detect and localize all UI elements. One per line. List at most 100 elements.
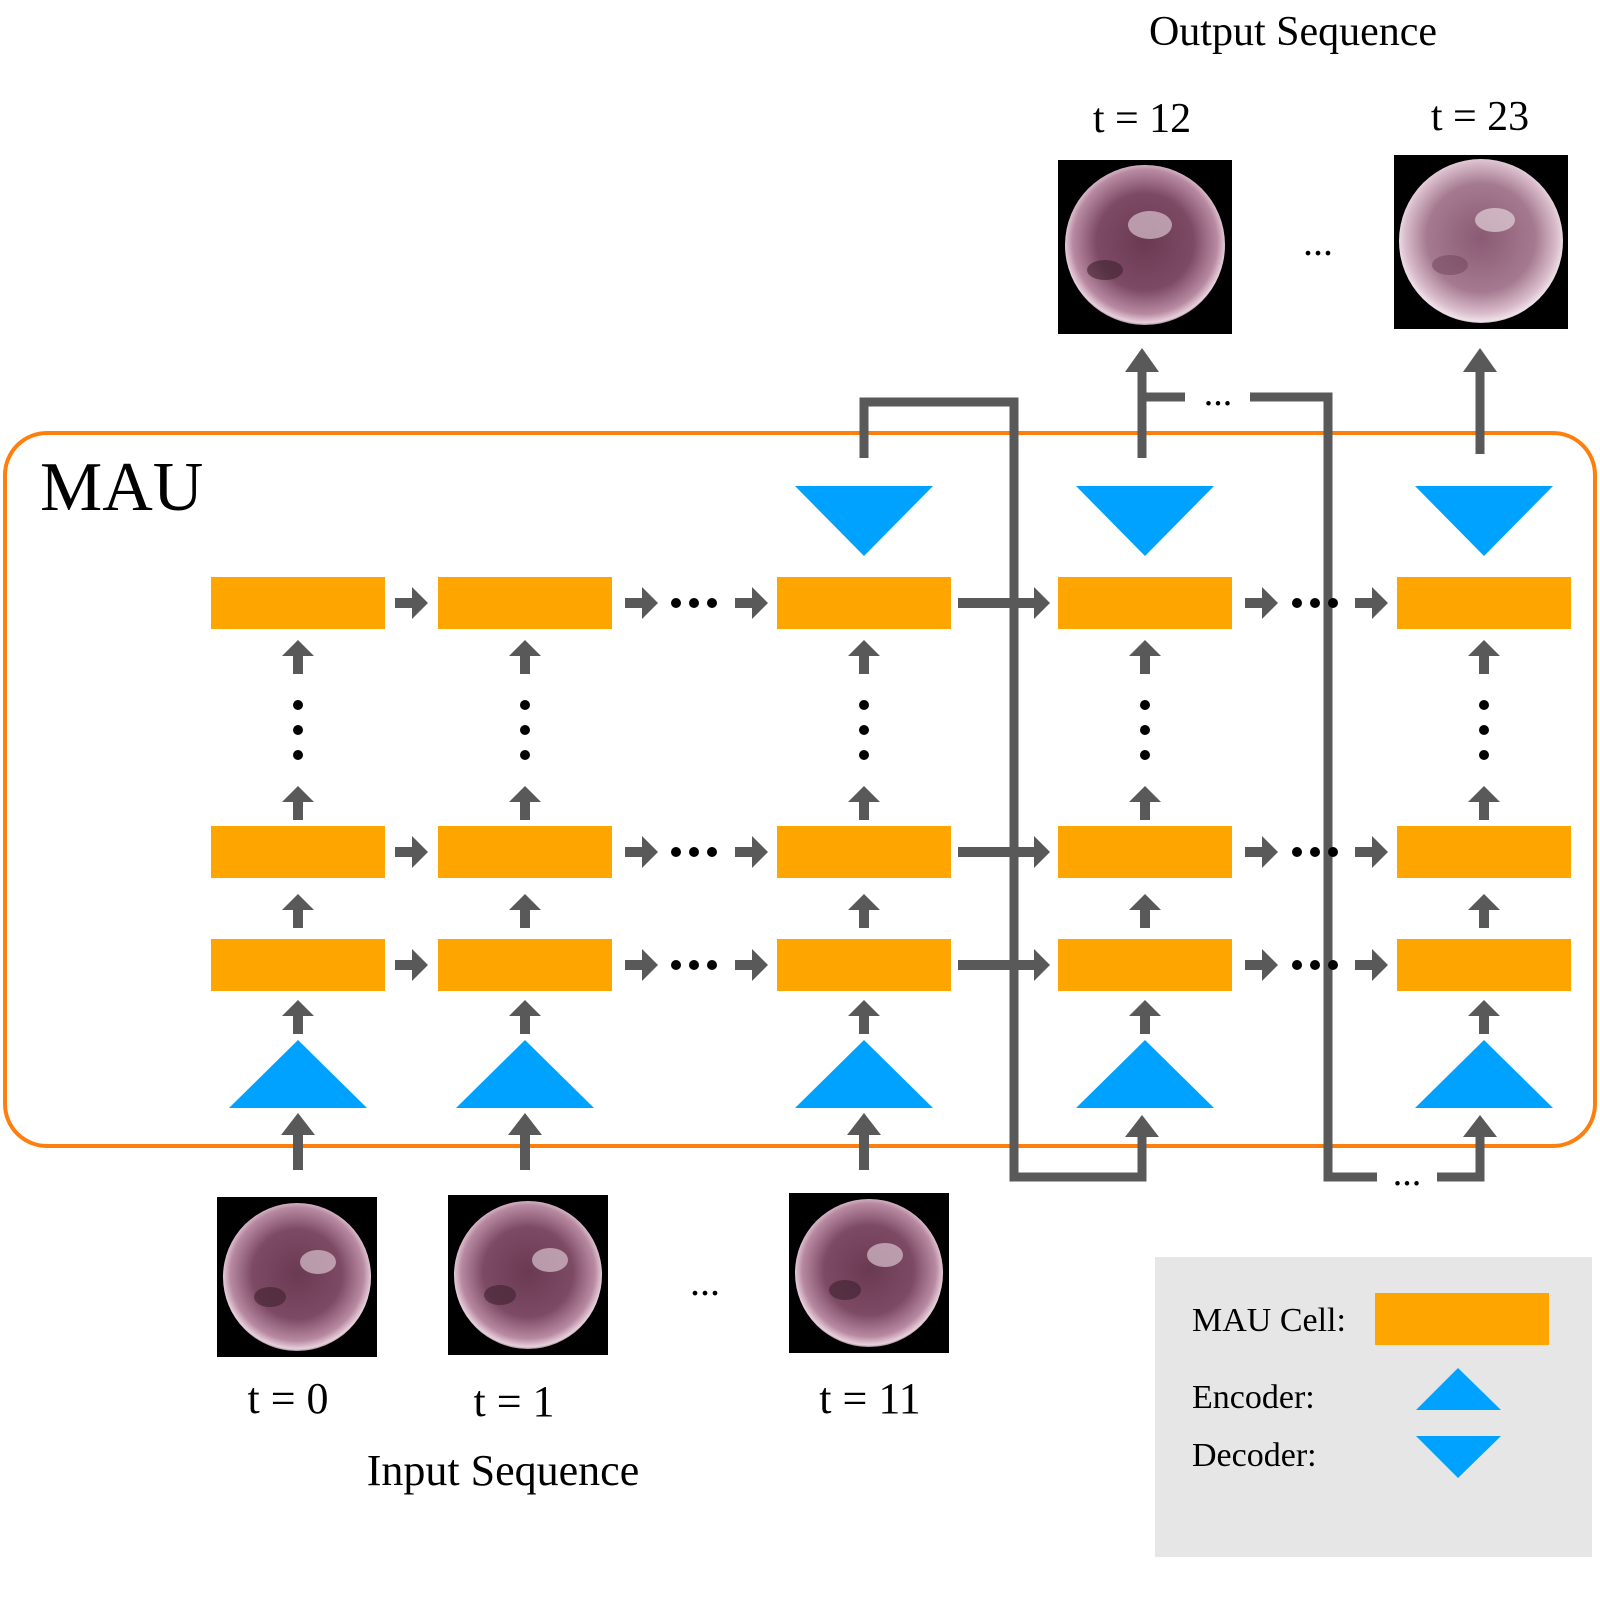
- up-arrow: [848, 894, 880, 910]
- right-arrow: [735, 598, 754, 608]
- decoder-triangle: [1415, 486, 1553, 556]
- horizontal-ellipsis-dot: [1292, 847, 1302, 857]
- legend-encoder-swatch: [1416, 1368, 1501, 1410]
- up-arrow: [1140, 1014, 1150, 1034]
- mau-cell: [1397, 939, 1571, 991]
- horizontal-ellipsis-dot: [671, 960, 681, 970]
- horizontal-ellipsis-dot: [1310, 847, 1320, 857]
- up-arrow: [509, 640, 541, 656]
- horizontal-ellipsis-dot: [671, 598, 681, 608]
- mau-cell: [1397, 826, 1571, 878]
- vertical-ellipsis-dot: [520, 725, 530, 735]
- vertical-ellipsis-dot: [1140, 700, 1150, 710]
- feedback-connectors: [859, 372, 1485, 1182]
- up-arrow: [859, 800, 869, 820]
- right-arrow: [735, 960, 754, 970]
- horizontal-ellipsis-dot: [671, 847, 681, 857]
- legend-decoder-swatch: [1416, 1436, 1501, 1478]
- input-sequence-title: Input Sequence: [367, 1446, 639, 1495]
- input-arrow: [847, 1113, 881, 1135]
- input-frame-image: [448, 1195, 608, 1355]
- horizontal-ellipsis-dot: [1310, 960, 1320, 970]
- right-arrow: [1262, 949, 1278, 981]
- right-arrow: [1355, 960, 1374, 970]
- mau-cell: [211, 826, 385, 878]
- input-frame-label: t = 11: [819, 1374, 920, 1423]
- input-frame-image: [217, 1197, 377, 1357]
- encoder-triangle: [1076, 1040, 1214, 1108]
- vertical-ellipsis-dot: [1140, 750, 1150, 760]
- up-arrow: [848, 1000, 880, 1016]
- up-arrow: [293, 800, 303, 820]
- up-arrow: [848, 640, 880, 656]
- vertical-ellipsis-dot: [293, 750, 303, 760]
- input-frame-image: [789, 1193, 949, 1353]
- right-arrow: [395, 960, 414, 970]
- right-arrow: [395, 847, 414, 857]
- up-arrow: [1468, 640, 1500, 656]
- right-arrow: [958, 960, 1036, 970]
- right-arrow: [1245, 598, 1264, 608]
- horizontal-ellipsis-dot: [689, 598, 699, 608]
- up-arrow: [282, 640, 314, 656]
- input-frame-label: t = 1: [473, 1377, 554, 1426]
- input-arrow: [520, 1130, 530, 1170]
- right-arrow: [752, 836, 768, 868]
- right-arrow: [412, 836, 428, 868]
- up-arrow: [1468, 1000, 1500, 1016]
- encoder-triangle: [456, 1040, 594, 1108]
- input-arrow: [859, 1130, 869, 1170]
- mau-label: MAU: [40, 449, 203, 526]
- right-arrow: [412, 949, 428, 981]
- right-arrow: [1034, 949, 1050, 981]
- output-frame-image: [1394, 155, 1568, 329]
- right-arrow: [752, 587, 768, 619]
- horizontal-ellipsis-dot: [1328, 847, 1338, 857]
- output-frame-image: [1058, 160, 1232, 334]
- connector-ellipsis: ...: [1204, 372, 1233, 414]
- horizontal-ellipsis-dot: [1292, 598, 1302, 608]
- encoder-triangle: [795, 1040, 933, 1108]
- legend-encoder-label: Encoder:: [1192, 1379, 1315, 1416]
- up-arrow: [1479, 800, 1489, 820]
- encoder-triangle: [1415, 1040, 1553, 1108]
- up-arrow: [1140, 908, 1150, 928]
- up-arrow: [293, 654, 303, 674]
- right-arrow: [1034, 587, 1050, 619]
- up-arrow: [520, 1014, 530, 1034]
- vertical-ellipsis-dot: [859, 750, 869, 760]
- vertical-ellipsis-dot: [520, 700, 530, 710]
- encoder-triangle: [229, 1040, 367, 1108]
- right-arrow: [752, 949, 768, 981]
- up-arrow: [1129, 786, 1161, 802]
- vertical-ellipsis-dot: [1479, 700, 1489, 710]
- legend-cell-swatch: [1375, 1293, 1549, 1345]
- right-arrow: [625, 960, 644, 970]
- up-arrow: [1140, 800, 1150, 820]
- mau-cell: [1397, 577, 1571, 629]
- mau-cell: [438, 577, 612, 629]
- input-ellipsis: ...: [690, 1259, 720, 1304]
- horizontal-ellipsis-dot: [707, 598, 717, 608]
- up-arrow: [1479, 908, 1489, 928]
- mau-cell: [211, 939, 385, 991]
- right-arrow: [412, 587, 428, 619]
- right-arrow: [735, 847, 754, 857]
- input-frame-label: t = 0: [247, 1374, 328, 1423]
- right-arrow: [1034, 836, 1050, 868]
- right-arrow: [1355, 598, 1374, 608]
- mau-cell: [211, 577, 385, 629]
- up-arrow: [1468, 786, 1500, 802]
- decoder-triangle: [795, 486, 933, 556]
- up-arrow: [282, 786, 314, 802]
- up-arrow: [293, 1014, 303, 1034]
- right-arrow: [1245, 960, 1264, 970]
- mau-cell: [777, 577, 951, 629]
- up-arrow: [509, 894, 541, 910]
- right-arrow: [1372, 836, 1388, 868]
- input-arrow: [508, 1113, 542, 1135]
- horizontal-ellipsis-dot: [689, 960, 699, 970]
- right-arrow: [1262, 587, 1278, 619]
- up-arrow: [509, 1000, 541, 1016]
